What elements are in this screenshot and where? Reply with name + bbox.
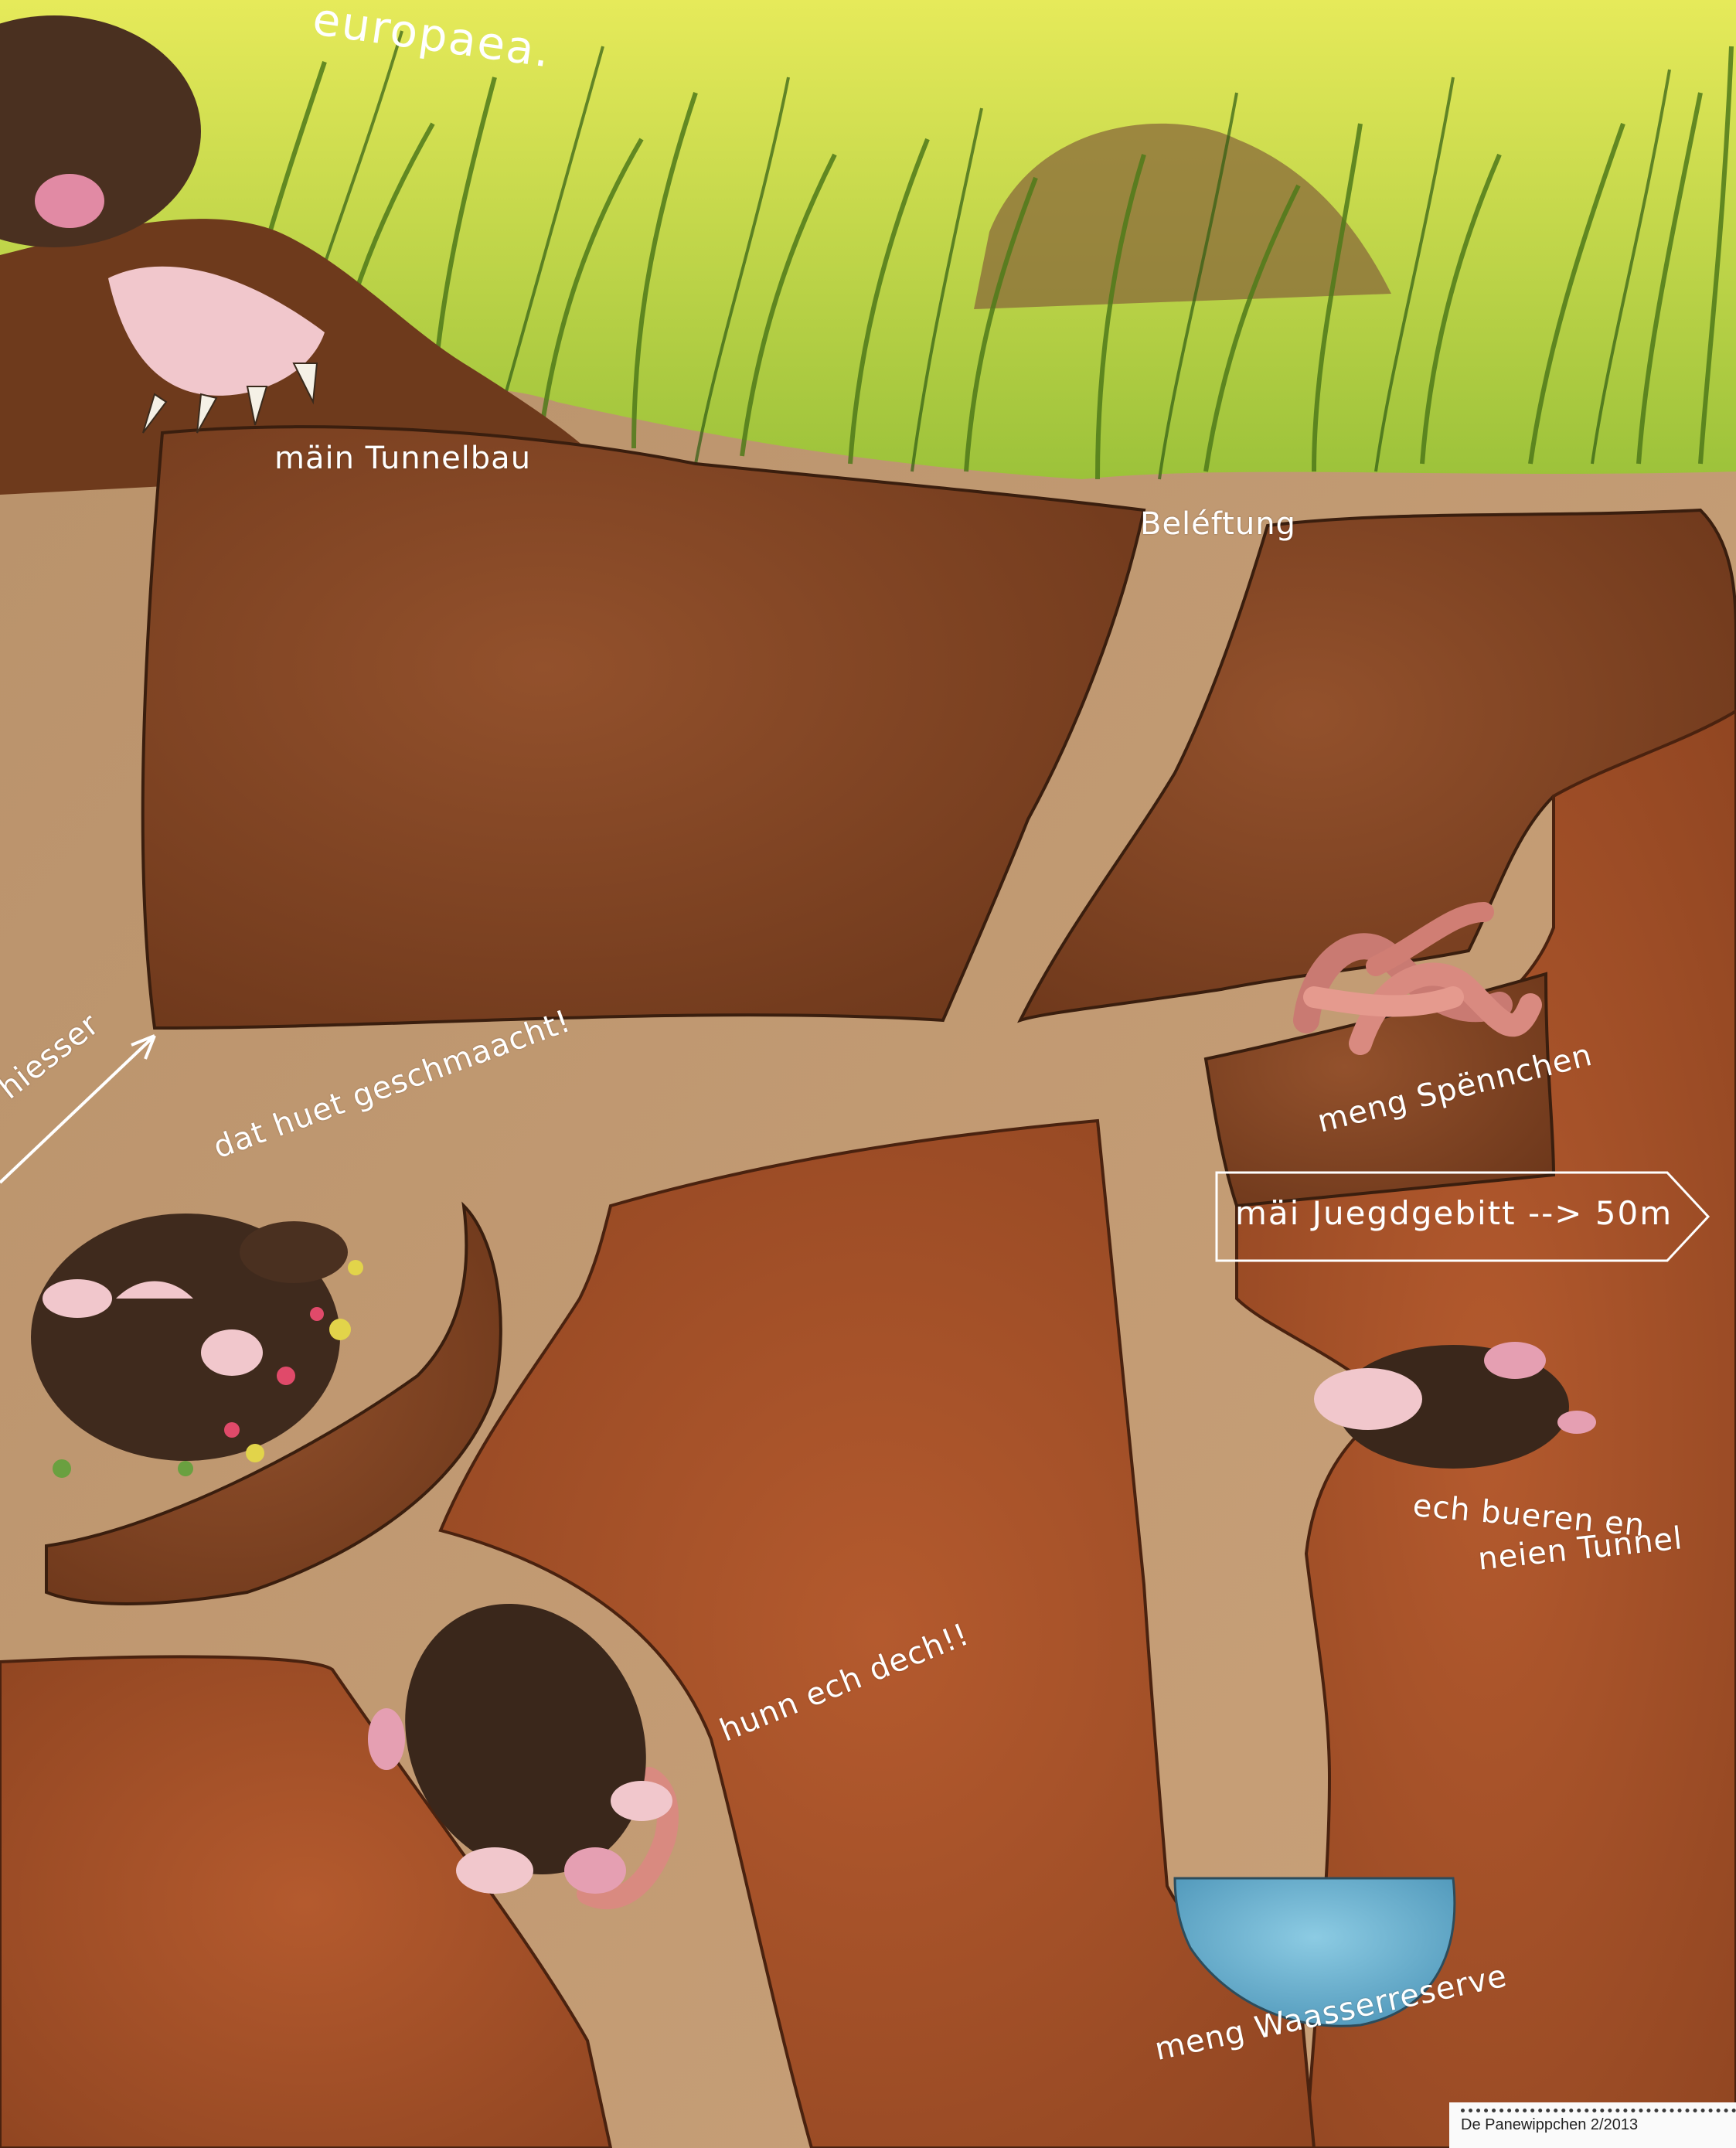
label-tunnel-building: mäin Tunnelbau: [274, 441, 531, 476]
footer-dotted-rule: [1461, 2109, 1736, 2112]
label-ventilation: Beléftung: [1140, 506, 1296, 542]
label-hunting-ground: mäi Juegdgebitt --> 50m: [1235, 1194, 1673, 1232]
footer-credit: De Panewippchen 2/2013: [1461, 2116, 1638, 2134]
